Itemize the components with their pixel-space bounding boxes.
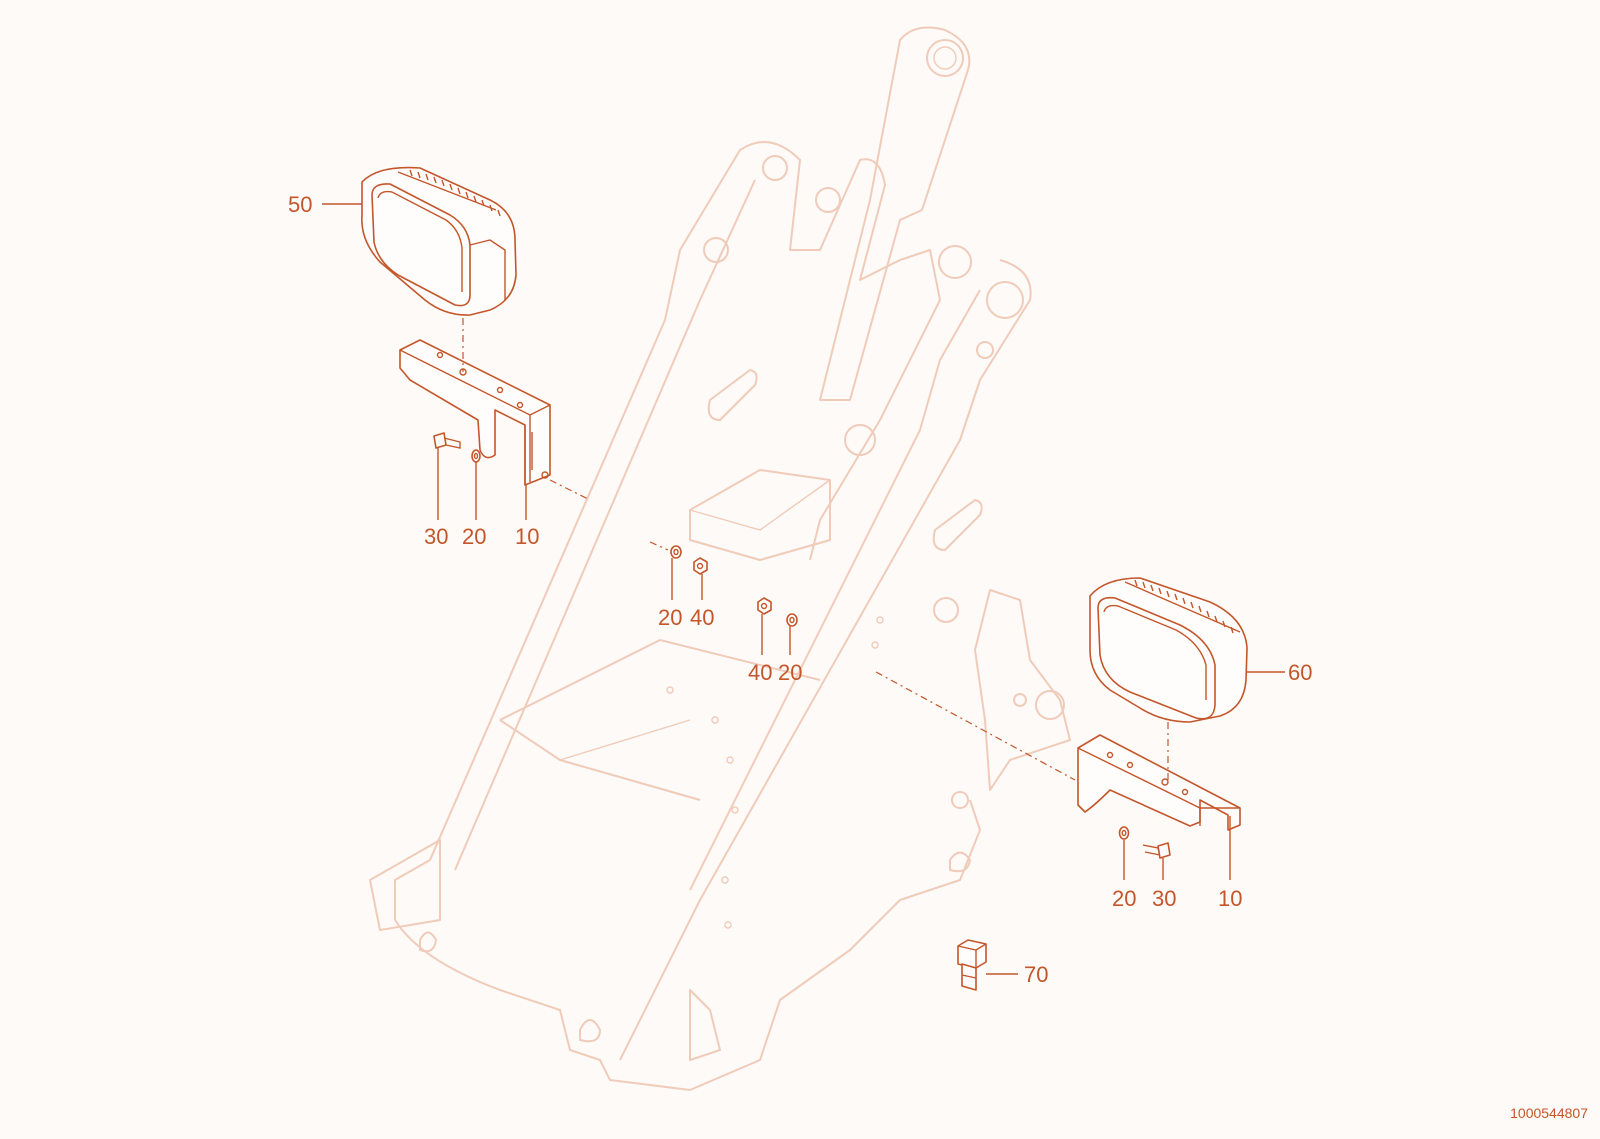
- washer-20-mid-a: [670, 545, 682, 559]
- callout-nut-mid-a: 40: [690, 605, 714, 630]
- loader-frame: [369, 26, 1071, 1091]
- washer-20-mid-b: [786, 613, 798, 627]
- lamp-bracket-10-right: [1077, 734, 1241, 831]
- callout-washer-left: 20: [462, 524, 486, 549]
- callout-bracket-right: 10: [1218, 886, 1242, 911]
- nut-40-mid-a: [693, 557, 708, 575]
- callout-nut-mid-b: 40: [748, 660, 772, 685]
- washer-20-left: [471, 449, 481, 463]
- leader-lines: [322, 203, 1285, 975]
- callout-bolt-right: 30: [1152, 886, 1176, 911]
- bolt-30-right: [1142, 842, 1171, 859]
- bolt-30-left: [433, 432, 461, 449]
- callout-lamp-left: 50: [288, 192, 312, 217]
- washer-20-right: [1118, 826, 1130, 840]
- callout-washer-mid-a: 20: [658, 605, 682, 630]
- callout-washer-mid-b: 20: [778, 660, 802, 685]
- nut-40-mid-b: [757, 597, 772, 615]
- lamp-60-fins: [1134, 579, 1234, 634]
- alignment-lines: [462, 318, 1169, 782]
- document-number: 1000544807: [1510, 1105, 1588, 1121]
- callout-bracket-left: 10: [515, 524, 539, 549]
- callout-washer-right: 20: [1112, 886, 1136, 911]
- callout-bolt-left: 30: [424, 524, 448, 549]
- lamp-50-fins: [409, 169, 501, 217]
- callout-labels: 50 30 20 10 20 40 40 20 60 20 30 10 70: [288, 192, 1312, 987]
- work-lamp-60: [1089, 577, 1248, 723]
- connector-70: [957, 939, 987, 991]
- lamp-bracket-10-left: [399, 339, 551, 486]
- work-lamp-50: [361, 166, 517, 316]
- callout-lamp-right: 60: [1288, 660, 1312, 685]
- callout-connector: 70: [1024, 962, 1048, 987]
